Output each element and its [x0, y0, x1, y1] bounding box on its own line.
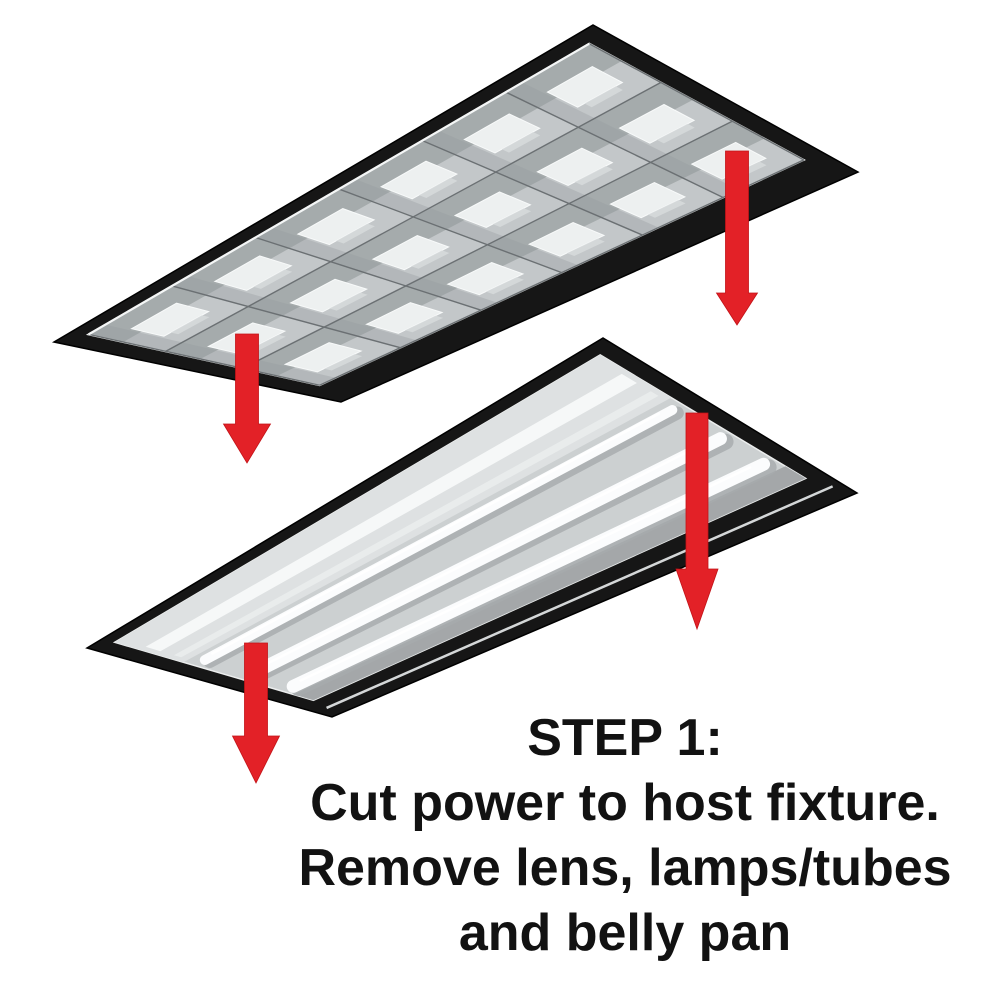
instruction-line-3: and belly pan	[458, 904, 792, 962]
instruction-line-1: Cut power to host fixture.	[310, 774, 940, 832]
down-arrow-icon	[675, 412, 719, 631]
louver-lens-panel-illustration	[51, 24, 860, 403]
instruction-line-2: Remove lens, lamps/tubes	[298, 839, 952, 897]
down-arrow-icon	[231, 642, 281, 784]
step-title: STEP 1:	[527, 709, 723, 767]
step-instructions: STEP 1: Cut power to host fixture. Remov…	[255, 706, 995, 966]
fixture-body-with-lamps-illustration	[85, 337, 859, 718]
down-arrow-icon	[715, 150, 759, 326]
down-arrow-icon	[222, 333, 272, 464]
removal-direction-arrows	[222, 150, 759, 784]
